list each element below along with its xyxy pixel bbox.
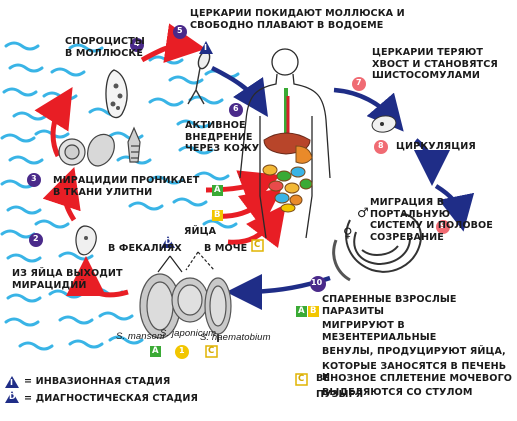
step-2-number: 2 <box>33 234 39 243</box>
badge-b-body: B <box>214 210 221 220</box>
skin-penetration-label: АКТИВНОЕ ВНЕДРЕНИЕ ЧЕРЕЗ КОЖУ <box>185 120 260 154</box>
step-8-number: 8 <box>378 141 384 150</box>
step-5-number: 5 <box>177 26 183 35</box>
venous-plexus-label: ВЕНОЗНОЕ СПЛЕТЕНИЕ МОЧЕВОГО ПУЗЫРЯ <box>316 373 513 400</box>
s-japonicum-label: S. japonicum <box>160 328 217 339</box>
in-urine-label: В МОЧЕ <box>204 243 248 254</box>
step-10-number: 10 <box>311 278 323 287</box>
badge-a-adults: A <box>298 306 305 316</box>
human-body <box>239 48 331 239</box>
hatch-label: ИЗ ЯЙЦА ВЫХОДИТ МИРАЦИДИЙ <box>12 268 123 291</box>
male-symbol: ♂ <box>357 206 369 221</box>
miracidium-illustration <box>75 225 97 256</box>
badge-b-adults: B <box>310 306 317 316</box>
eggs-label: ЯЙЦА <box>184 226 217 237</box>
s-haematobium-label: S. haematobium <box>200 332 271 343</box>
lose-tail-label: ЦЕРКАРИИ ТЕРЯЮТ ХВОСТ И СТАНОВЯТСЯ ШИСТО… <box>372 47 498 81</box>
cercaria-illustration <box>187 50 211 105</box>
legend-infective-letter: i <box>10 378 14 387</box>
paired-adults-label: СПАРЕННЫЕ ВЗРОСЛЫЕ ПАРАЗИТЫ МИГРИРУЮТ В … <box>322 294 507 398</box>
snail-illustrations <box>58 126 141 167</box>
step-4-number: 4 <box>134 39 140 48</box>
legend-diagnostic-label: = ДИАГНОСТИЧЕСКАЯ СТАДИЯ <box>24 393 199 404</box>
badge-a-body: A <box>214 185 221 195</box>
sporocyst-illustration <box>105 69 128 119</box>
diagnostic-marker-letter: d <box>165 237 172 246</box>
miracidia-penetrate-label: МИРАЦИДИИ ПРОНИКАЕТ В ТКАНИ УЛИТНИ <box>53 175 200 198</box>
badge-a-egg: A <box>152 346 159 356</box>
legend-diagnostic-letter: d <box>9 392 16 401</box>
egg-pointer-lines <box>157 251 215 273</box>
sporocysts-label: СПОРОЦИСТЫ В МОЛЛЮСКЕ <box>65 36 145 59</box>
internal-organs <box>262 88 313 213</box>
step-6-number: 6 <box>233 104 239 113</box>
badge-c-plexus: C <box>298 374 305 384</box>
route-badges <box>150 185 319 386</box>
badge-c-egg: C <box>208 346 215 356</box>
circulation-label: ЦИРКУЛЯЦИЯ <box>396 141 476 152</box>
s-mansoni-label: S. mansoni <box>116 331 165 342</box>
stage-triangle-markers <box>5 41 213 403</box>
step-1-number: 1 <box>179 346 185 355</box>
adult-worms-illustration <box>332 213 422 282</box>
badge-c-body: C <box>254 240 261 250</box>
egg-illustrations <box>139 273 232 342</box>
legend-infective-label: = ИНВАЗИОННАЯ СТАДИЯ <box>24 376 171 387</box>
cercariae-release-label: ЦЕРКАРИИ ПОКИДАЮТ МОЛЛЮСКА И СВОБОДНО ПЛ… <box>190 8 405 31</box>
infective-marker-letter: i <box>204 43 208 52</box>
step-9-number: 9 <box>440 221 446 230</box>
step-3-number: 3 <box>31 174 37 183</box>
blue-cycle-arrows <box>210 65 475 310</box>
in-feces-label: В ФЕКАЛИЯХ <box>108 243 182 254</box>
step-markers <box>27 25 450 359</box>
migration-label: МИГРАЦИЯ В ПОРТАЛЬНУЮ СИСТЕМУ И ПОЛОВОЕ … <box>370 197 493 243</box>
step-7-number: 7 <box>356 78 362 87</box>
schistosomulum-illustration <box>371 115 397 133</box>
female-symbol: ♀ <box>343 226 353 241</box>
